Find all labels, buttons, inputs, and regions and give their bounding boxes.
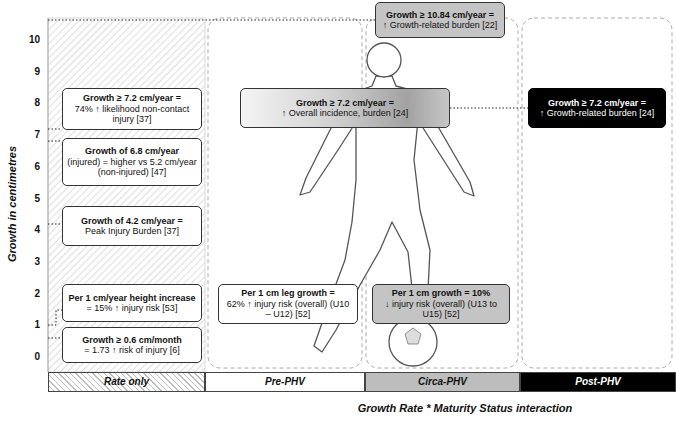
- category-band: Pre-PHV: [205, 372, 365, 392]
- category-label: Rate only: [104, 376, 149, 388]
- category-band: Circa-PHV: [365, 372, 520, 392]
- y-axis-line: [48, 18, 49, 372]
- finding-text: = 1.73 ↑ risk of injury [6]: [84, 345, 179, 355]
- finding-heading: Per 1 cm/year height increase: [68, 293, 195, 303]
- tick-label: 4: [18, 224, 40, 235]
- finding-box: Per 1 cm/year height increase= 15% ↑ inj…: [62, 284, 202, 322]
- category-label: Pre-PHV: [265, 376, 305, 388]
- category-band: Post-PHV: [520, 372, 676, 392]
- finding-heading: Per 1 cm growth = 10%: [392, 288, 490, 298]
- leader-line: [48, 224, 62, 225]
- category-band: Rate only: [48, 372, 205, 392]
- finding-box: Growth ≥ 7.2 cm/year =↑ Overall incidenc…: [240, 88, 450, 128]
- tick-label: 8: [18, 97, 40, 108]
- finding-heading: Per 1 cm leg growth =: [241, 288, 334, 298]
- tick-label: 3: [18, 256, 40, 267]
- finding-text: 74% ↑ likelihood non-contact injury [37]: [67, 104, 197, 125]
- finding-box: Growth of 6.8 cm/year(injured) = higher …: [62, 138, 202, 186]
- football: [389, 318, 437, 366]
- finding-heading: Growth ≥ 7.2 cm/year =: [548, 98, 646, 108]
- finding-box: Per 1 cm growth = 10%↓ injury risk (over…: [372, 284, 510, 324]
- finding-heading: Growth of 6.8 cm/year: [85, 146, 179, 156]
- player-head: [367, 43, 401, 77]
- post-phv-panel: [522, 18, 672, 368]
- tick-label: 1: [18, 319, 40, 330]
- finding-text: Peak Injury Burden [37]: [85, 226, 179, 236]
- tick-label: 9: [18, 66, 40, 77]
- finding-text: 62% ↑ injury risk (overall) (U10 – U12) …: [223, 299, 353, 320]
- football-pentagon: [405, 328, 421, 344]
- finding-heading: Growth of 4.2 cm/year =: [81, 216, 183, 226]
- finding-text: = 15% ↑ injury risk [53]: [87, 303, 178, 313]
- category-label: Post-PHV: [575, 376, 621, 388]
- finding-box: Per 1 cm leg growth =62% ↑ injury risk (…: [218, 284, 358, 324]
- leader-line: [48, 310, 62, 325]
- tick-label: 0: [18, 351, 40, 362]
- tick-label: 5: [18, 193, 40, 204]
- category-label: Circa-PHV: [418, 376, 467, 388]
- axis-title: Growth in centimetres: [6, 94, 18, 314]
- tick-label: 2: [18, 288, 40, 299]
- finding-text: ↓ injury risk (overall) (U13 to U15) [52…: [377, 299, 505, 320]
- finding-text: ↑ Growth-related burden [22]: [383, 20, 498, 30]
- leader-lines: [48, 20, 375, 338]
- axis-title: Growth Rate * Maturity Status interactio…: [305, 402, 625, 414]
- leader-line: [48, 20, 375, 21]
- leader-line: [48, 141, 62, 142]
- rate-only-column: [48, 18, 205, 372]
- finding-heading: Growth ≥ 10.84 cm/year =: [386, 10, 494, 20]
- finding-box: Growth of 4.2 cm/year =Peak Injury Burde…: [62, 206, 202, 246]
- pre-phv-panel: [208, 18, 362, 368]
- dotted-connector: [450, 108, 528, 109]
- finding-box: Growth ≥ 7.2 cm/year =↑ Growth-related b…: [528, 88, 666, 128]
- finding-box: Growth ≥ 0.6 cm/month= 1.73 ↑ risk of in…: [62, 327, 202, 363]
- finding-text: (injured) = higher vs 5.2 cm/year (non-i…: [67, 157, 197, 178]
- leader-line: [48, 129, 62, 130]
- tick-label: 6: [18, 161, 40, 172]
- finding-heading: Growth ≥ 0.6 cm/month: [82, 335, 181, 345]
- finding-text: ↑ Growth-related burden [24]: [540, 108, 655, 118]
- finding-text: ↑ Overall incidence, burden [24]: [282, 108, 409, 118]
- finding-heading: Growth ≥ 7.2 cm/year =: [83, 93, 181, 103]
- leader-line: [48, 338, 62, 339]
- finding-box: Growth ≥ 7.2 cm/year =74% ↑ likelihood n…: [62, 88, 202, 130]
- finding-heading: Growth ≥ 7.2 cm/year =: [296, 98, 394, 108]
- tick-label: 10: [18, 34, 40, 45]
- finding-box: Growth ≥ 10.84 cm/year =↑ Growth-related…: [375, 2, 505, 38]
- tick-label: 7: [18, 129, 40, 140]
